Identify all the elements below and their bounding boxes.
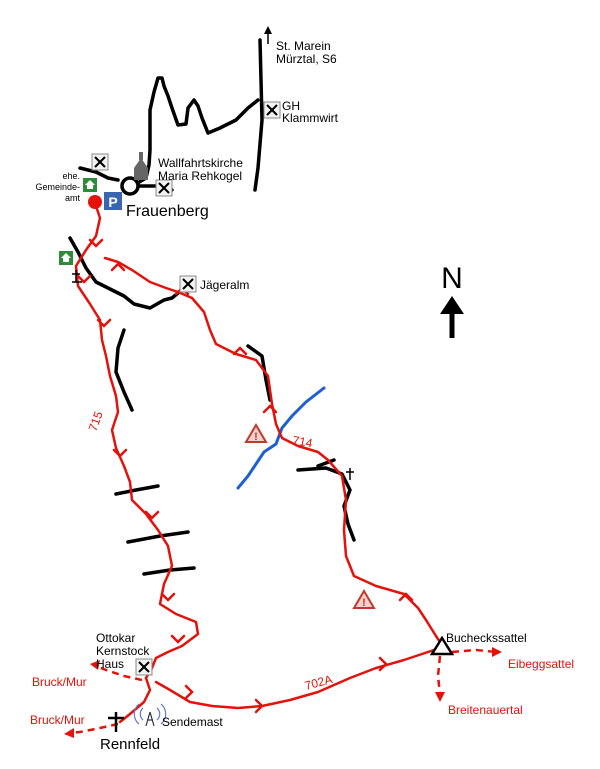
chevron bbox=[96, 318, 112, 328]
label-bruck-mur-2: Bruck/Mur bbox=[30, 713, 85, 727]
label-wallfahrtskirche-2: Maria Rehkogel bbox=[158, 169, 242, 183]
warning-triangle-icon bbox=[245, 424, 267, 444]
road-st-marein bbox=[253, 38, 264, 192]
stream bbox=[236, 386, 326, 490]
restaurant-icon bbox=[263, 101, 281, 119]
road-jaegeralm bbox=[68, 236, 186, 310]
label-rennfeld: Rennfeld bbox=[100, 736, 160, 753]
label-ottokar-3: Haus bbox=[96, 657, 124, 671]
chevron bbox=[110, 262, 126, 272]
dash-breitenauertal bbox=[436, 655, 442, 695]
start-point bbox=[88, 195, 102, 209]
label-st-marein-2: Mürztal, S6 bbox=[276, 52, 337, 66]
dash-eibeggsattel bbox=[451, 648, 497, 654]
svg-text:P: P bbox=[108, 194, 117, 210]
roundabout bbox=[120, 176, 140, 196]
route-arrowheads bbox=[64, 647, 502, 738]
label-bucheckssattel: Bucheckssattel bbox=[446, 631, 527, 645]
chevron bbox=[88, 238, 104, 248]
dash-bruck-1 bbox=[95, 664, 143, 682]
label-breitenauertal: Breitenauertal bbox=[448, 703, 523, 717]
arrowhead-bruck-1 bbox=[90, 660, 100, 670]
restaurant-icon bbox=[91, 153, 109, 171]
chevron bbox=[398, 592, 414, 602]
trail-number-714: 714 bbox=[291, 433, 313, 450]
chevron bbox=[184, 684, 194, 700]
chevron bbox=[254, 698, 264, 714]
label-wallfahrtskirche-1: Wallfahrtskirche bbox=[158, 156, 243, 170]
chevron bbox=[144, 510, 160, 520]
dashed-routes bbox=[69, 648, 497, 735]
arrowhead-bruck-2 bbox=[64, 728, 74, 738]
label-frauenberg: Frauenberg bbox=[126, 203, 209, 220]
municipal-office-icon bbox=[83, 178, 97, 192]
chevron bbox=[170, 634, 186, 644]
chevron bbox=[112, 448, 128, 458]
road-cross-east-2 bbox=[316, 458, 336, 468]
road-segment-1 bbox=[114, 328, 134, 412]
chevron bbox=[160, 592, 176, 602]
road-segment-4 bbox=[126, 530, 190, 544]
road-frauenberg-west bbox=[78, 166, 120, 182]
saddle-triangle-icon bbox=[429, 635, 455, 656]
label-gemeindeamt-3: amt bbox=[65, 193, 81, 203]
road-segment-2 bbox=[246, 344, 272, 402]
summit-cross-icon bbox=[108, 712, 124, 732]
wayside-cross-icon bbox=[72, 270, 82, 283]
restaurant-icon bbox=[135, 658, 153, 676]
route-rennfeld-link bbox=[118, 676, 152, 724]
label-eibeggsattel: Eibeggsattel bbox=[508, 657, 574, 671]
label-ottokar-2: Kernstock bbox=[96, 644, 150, 658]
trail-number-702a: 702A bbox=[303, 672, 334, 693]
warning-triangle-icon bbox=[353, 590, 375, 610]
route-702a bbox=[154, 646, 442, 710]
route-715 bbox=[74, 201, 200, 680]
label-gemeindeamt-2: Gemeinde- bbox=[35, 182, 80, 192]
road-cross-east bbox=[296, 466, 356, 542]
road-segment-3 bbox=[114, 484, 160, 496]
parking-icon: P bbox=[104, 192, 122, 210]
label-bruck-mur-1: Bruck/Mur bbox=[32, 675, 87, 689]
compass-label: N bbox=[441, 262, 463, 295]
chevron bbox=[262, 404, 278, 414]
chevron bbox=[76, 274, 92, 284]
arrowhead-breitenauertal bbox=[435, 692, 445, 702]
label-st-marein-1: St. Marein bbox=[276, 39, 331, 53]
chevron bbox=[378, 656, 388, 672]
roads bbox=[68, 38, 356, 576]
label-gh: GH bbox=[282, 99, 300, 113]
church-icon bbox=[134, 152, 148, 180]
label-gemeindeamt-1: ehe. bbox=[62, 171, 80, 181]
label-jaegeralm: Jägeralm bbox=[200, 278, 249, 292]
route-frauenberg-jaegeralm bbox=[103, 256, 446, 650]
trail-number-715: 715 bbox=[86, 409, 106, 433]
transmitter-icon bbox=[133, 703, 167, 727]
label-klammwirt: Klammwirt bbox=[282, 111, 339, 125]
restaurant-icon bbox=[179, 275, 197, 293]
routes bbox=[74, 201, 446, 724]
chevron bbox=[232, 346, 248, 356]
road-klammwirt bbox=[134, 76, 260, 186]
label-sendemast: Sendemast bbox=[162, 715, 223, 729]
dash-bruck-2 bbox=[69, 722, 119, 735]
municipal-office-icon bbox=[59, 251, 73, 265]
st-marein-arrow bbox=[264, 26, 272, 44]
north-arrow: N bbox=[440, 262, 464, 338]
wayside-cross-icon bbox=[346, 468, 354, 480]
arrowhead-eibeggsattel bbox=[492, 647, 502, 657]
label-ottokar-1: Ottokar bbox=[96, 631, 135, 645]
